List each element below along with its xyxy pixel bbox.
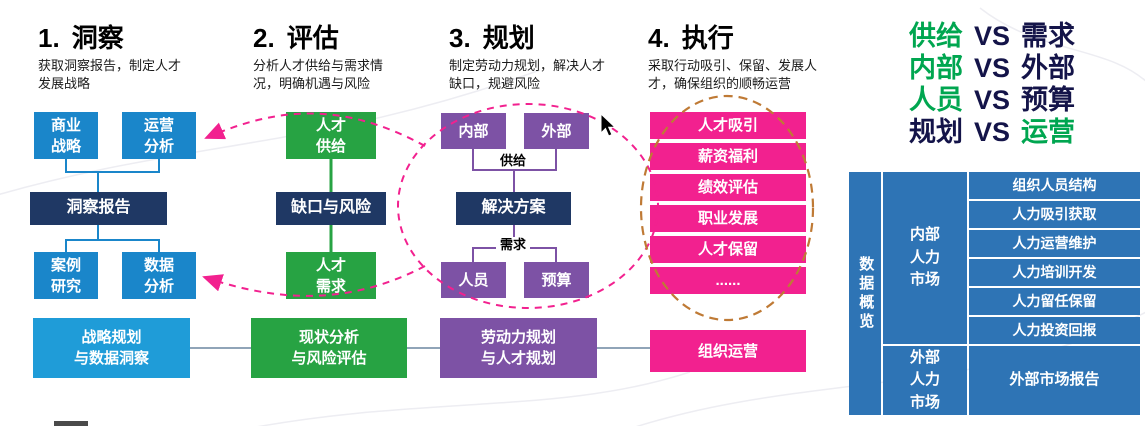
bottom-edge-artifact [54, 421, 88, 426]
step-2-number: 2. [253, 23, 275, 53]
step-2-title: 评估 [286, 23, 339, 53]
box-data-analysis: 数据 分析 [122, 252, 196, 299]
table-row-external-report: 外部市场报告 [969, 346, 1140, 415]
vs-row-personnel-budget: 人员 VS 预算 [874, 84, 1110, 116]
vs-row-supply-demand: 供给 VS 需求 [874, 20, 1110, 52]
mouse-cursor-icon [600, 112, 617, 137]
box-internal: 内部 [441, 113, 506, 149]
step-1-header: 1. 洞察 [38, 24, 124, 53]
box-insight-report: 洞察报告 [30, 192, 167, 225]
vs-left: 规划 [908, 117, 963, 147]
step-3-number: 3. [449, 23, 471, 53]
table-row: 人力培训开发 [969, 259, 1140, 286]
table-external-market-label: 外部 人力 市场 [883, 346, 967, 415]
vs-label: VS [973, 117, 1011, 147]
footer-status-analysis: 现状分析 与风险评估 [251, 318, 407, 378]
footer-strategy-planning: 战略规划 与数据洞察 [33, 318, 190, 378]
exec-item-career-development: 职业发展 [650, 205, 806, 232]
vs-row-internal-external: 内部 VS 外部 [874, 52, 1110, 84]
vs-block: 供给 VS 需求 内部 VS 外部 人员 VS 预算 规划 VS 运营 [874, 20, 1110, 148]
footer-organization-operation: 组织运营 [650, 330, 806, 372]
vs-row-planning-operation: 规划 VS 运营 [874, 116, 1110, 148]
step-4-title: 执行 [681, 23, 734, 53]
table-row: 人力投资回报 [969, 317, 1140, 344]
exec-item-talent-attraction: 人才吸引 [650, 112, 806, 139]
exec-item-salary-benefits: 薪资福利 [650, 143, 806, 170]
step-3-title: 规划 [482, 23, 535, 53]
vs-right: 预算 [1021, 85, 1076, 115]
vs-label: VS [973, 53, 1011, 83]
step-3-header: 3. 规划 [449, 24, 535, 53]
step-1-desc: 获取洞察报告，制定人才发展战略 [38, 58, 182, 91]
table-row: 人力吸引获取 [969, 201, 1140, 228]
exec-item-talent-retention: 人才保留 [650, 236, 806, 263]
table-row: 组织人员结构 [969, 172, 1140, 199]
box-operation-analysis: 运营 分析 [122, 112, 196, 159]
box-personnel: 人员 [441, 262, 506, 298]
step-4-number: 4. [648, 23, 670, 53]
box-case-study: 案例 研究 [34, 252, 98, 299]
footer-workforce-planning: 劳动力规划 与人才规划 [440, 318, 597, 378]
box-solution: 解决方案 [456, 192, 571, 225]
step-4-header: 4. 执行 [648, 24, 734, 53]
box-talent-supply: 人才 供给 [286, 112, 376, 159]
table-row: 人力留任保留 [969, 288, 1140, 315]
exec-item-more: ...... [650, 267, 806, 294]
exec-item-performance-review: 绩效评估 [650, 174, 806, 201]
vs-right: 运营 [1021, 117, 1076, 147]
table-row: 人力运营维护 [969, 230, 1140, 257]
vs-label: VS [973, 85, 1011, 115]
box-business-strategy: 商业 战略 [34, 112, 98, 159]
vs-right: 外部 [1021, 53, 1076, 83]
table-internal-market-label: 内部 人力 市场 [883, 172, 967, 344]
label-demand: 需求 [496, 237, 531, 253]
step-2-header: 2. 评估 [253, 24, 339, 53]
vs-label: VS [973, 21, 1011, 51]
step-1-title: 洞察 [71, 23, 124, 53]
data-overview-table: 数据概览 内部 人力 市场 组织人员结构 人力吸引获取 人力运营维护 人力培训开… [849, 172, 1140, 415]
box-external: 外部 [524, 113, 589, 149]
step-3-desc: 制定劳动力规划，解决人才缺口，规避风险 [449, 58, 606, 91]
box-budget: 预算 [524, 262, 589, 298]
vs-left: 供给 [908, 21, 963, 51]
vs-left: 内部 [908, 53, 963, 83]
box-talent-demand: 人才 需求 [286, 252, 376, 299]
step-4-desc: 采取行动吸引、保留、发展人才，确保组织的顺畅运营 [648, 58, 818, 91]
box-gap-risk: 缺口与风险 [276, 192, 386, 225]
step-2-desc: 分析人才供给与需求情况，明确机遇与风险 [253, 58, 384, 91]
label-supply: 供给 [496, 153, 531, 169]
step-1-number: 1. [38, 23, 60, 53]
vs-right: 需求 [1021, 21, 1076, 51]
table-vertical-header: 数据概览 [849, 172, 881, 415]
vs-left: 人员 [908, 85, 963, 115]
